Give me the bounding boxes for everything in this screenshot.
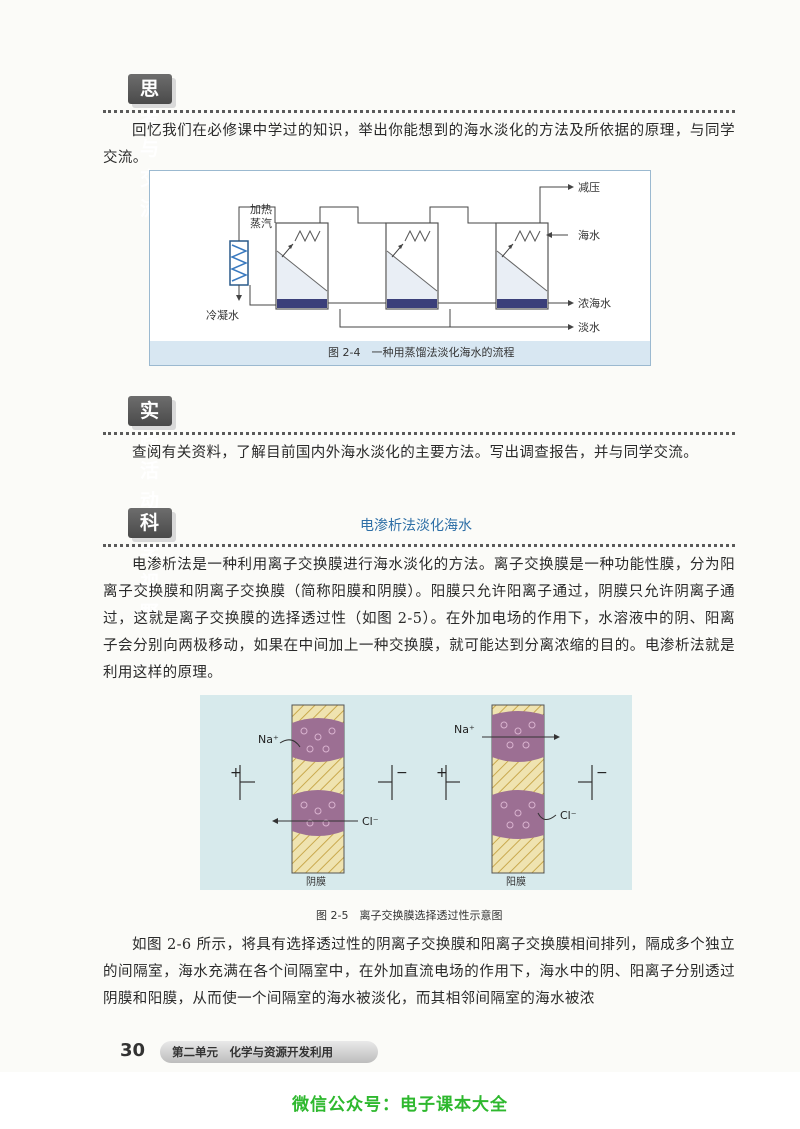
figure-caption-2-5: 图 2-5 离子交换膜选择透过性示意图: [316, 909, 503, 922]
section-badge-think: 思考与交流: [128, 74, 173, 220]
vapor-line-2: [429, 206, 496, 224]
dotted-divider: [103, 110, 735, 113]
figure-ion-exchange: Na⁺ Na⁺ Cl⁻ Cl⁻ + − + − 阴膜 阳膜: [200, 695, 632, 890]
label-steam: 蒸汽: [250, 216, 272, 230]
section-badge-science: 科学视野: [128, 508, 173, 624]
label-cl-right: Cl⁻: [560, 809, 577, 822]
figure-caption-2-4: 图 2-4 一种用蒸馏法淡化海水的流程: [150, 341, 650, 365]
label-brine: 浓海水: [578, 296, 611, 310]
label-heating: 加热: [250, 203, 272, 216]
unit-title: 第二单元 化学与资源开发利用: [160, 1041, 378, 1063]
fresh-water-line: [339, 309, 568, 328]
paragraph-science: 电渗析法是一种利用离子交换膜进行海水淡化的方法。离子交换膜是一种功能性膜，分为阳…: [103, 557, 735, 681]
vacuum-line: [539, 186, 568, 223]
label-cl-left: Cl⁻: [362, 815, 379, 828]
label-na-left: Na⁺: [258, 733, 279, 746]
paragraph-practice: 查阅有关资料，了解目前国内外海水淡化的主要方法。写出调查报告，并与同学交流。: [132, 445, 699, 461]
section-badge-practice: 实践活动: [128, 396, 173, 512]
wechat-watermark: 微信公众号：电子课本大全: [292, 1095, 508, 1115]
fresh-link: [249, 285, 276, 306]
figure-distillation: 加热 蒸汽 冷凝水 减压 海水 浓海水 淡水 图 2-4 一种用蒸馏法淡化海水的…: [149, 170, 651, 366]
label-plus-1: +: [230, 765, 242, 781]
steam-line: [238, 206, 276, 241]
label-minus-2: −: [596, 765, 608, 781]
na-path-left: [279, 739, 301, 748]
label-na-right: Na⁺: [454, 723, 475, 736]
arrow-icon: [546, 232, 552, 238]
label-anion-membrane: 阴膜: [306, 876, 326, 888]
vapor-line-1: [319, 206, 386, 224]
label-reduced-pressure: 减压: [578, 181, 600, 194]
label-minus-1: −: [396, 765, 408, 781]
arrow-icon: [272, 818, 278, 824]
electrodes: [239, 765, 593, 800]
evaporator-2: [385, 222, 439, 310]
label-seawater: 海水: [578, 228, 600, 242]
arrow-icon: [568, 324, 574, 330]
label-cation-membrane: 阳膜: [506, 876, 526, 888]
paragraph-final: 如图 2-6 所示，将具有选择透过性的阴离子交换膜和阳离子交换膜相间排列，隔成多…: [103, 937, 735, 1007]
evaporator-1: [275, 222, 329, 310]
coil-icon: [230, 244, 248, 282]
label-fresh-water: 淡水: [578, 321, 600, 334]
distillation-diagram: 加热 蒸汽 冷凝水 减压 海水 浓海水 淡水: [206, 181, 611, 334]
paragraph-think: 回忆我们在必修课中学过的知识，举出你能想到的海水淡化的方法及所依据的原理，与同学…: [103, 123, 735, 166]
arrow-icon: [568, 184, 574, 190]
cation-membrane: [491, 704, 545, 874]
page-number: 30: [120, 1040, 146, 1061]
label-condensed-water: 冷凝水: [206, 308, 239, 322]
science-subtitle: 电渗析法淡化海水: [360, 518, 472, 534]
evaporator-3: [495, 222, 549, 310]
anion-membrane: [291, 704, 345, 874]
arrow-icon: [554, 734, 560, 740]
arrow-icon: [236, 295, 242, 301]
cl-path-right: [537, 812, 557, 820]
dotted-divider: [103, 544, 735, 547]
arrow-icon: [568, 300, 574, 306]
label-plus-2: +: [436, 765, 448, 781]
ion-exchange-diagram: Na⁺ Na⁺ Cl⁻ Cl⁻ + − + − 阴膜 阳膜: [230, 704, 608, 888]
textbook-page: 思考与交流 回忆我们在必修课中学过的知识，举出你能想到的海水淡化的方法及所依据的…: [103, 74, 735, 1063]
dotted-divider: [103, 432, 735, 435]
